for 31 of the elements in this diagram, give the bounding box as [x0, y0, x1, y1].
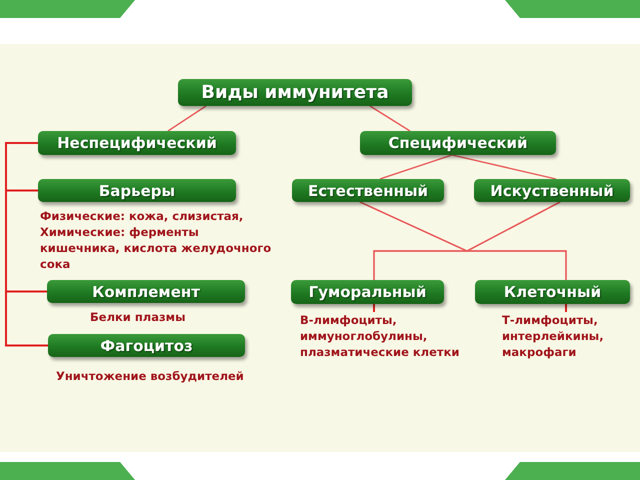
description-text: Белки плазмы	[90, 309, 186, 325]
category-box	[291, 280, 444, 304]
box-label: Естественный	[308, 182, 428, 200]
box-label: Фагоцитоз	[100, 336, 193, 354]
description-text: Физические: кожа, слизистая, Химические: ферменты кишечника, кислота желудочного сока	[40, 208, 272, 272]
category-box	[38, 131, 236, 155]
box-label: Неспецифический	[57, 134, 217, 152]
category-box	[38, 179, 236, 202]
box-label: Клеточный	[504, 283, 602, 301]
category-box	[360, 131, 556, 155]
box-label: Барьеры	[98, 182, 176, 200]
description-text: Т-лимфоциты, интерлейкины, макрофаги	[502, 312, 605, 360]
box-label: Виды иммунитета	[201, 82, 389, 103]
box-label: Специфический	[388, 134, 528, 152]
connector-line	[168, 105, 206, 132]
box-label: Комплемент	[92, 282, 200, 300]
box-label: Искуственный	[490, 182, 614, 200]
connector-line	[466, 201, 567, 280]
category-box	[47, 280, 245, 303]
category-box	[48, 334, 245, 357]
category-box	[292, 179, 444, 202]
box-label: Гуморальный	[308, 283, 426, 301]
connector-line	[5, 142, 48, 346]
description-text: В-лимфоциты, иммуноглобулины, плазматические клетки	[300, 312, 460, 360]
connector-line	[370, 105, 410, 132]
connector-line	[452, 154, 556, 180]
title-box	[178, 79, 412, 106]
connector-line	[380, 154, 452, 180]
category-box	[474, 179, 630, 202]
description-text: Уничтожение возбудителей	[56, 368, 245, 384]
category-box	[475, 280, 630, 304]
